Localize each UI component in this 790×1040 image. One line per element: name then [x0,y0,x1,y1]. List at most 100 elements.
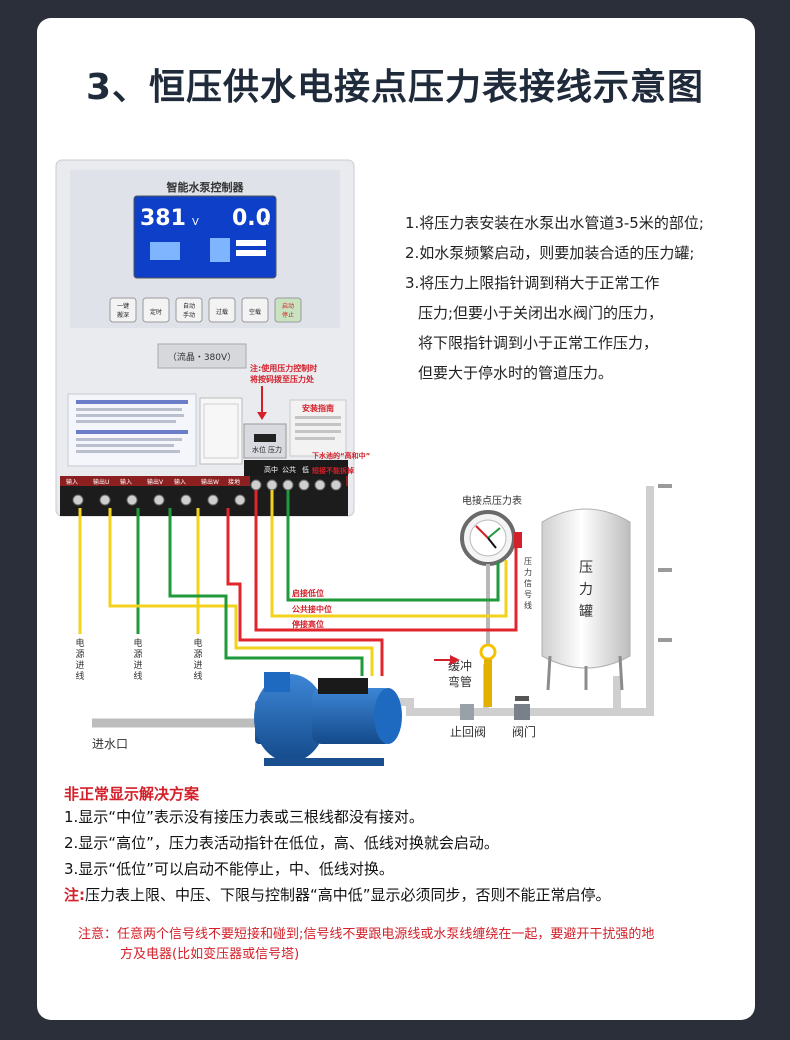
svg-text:源: 源 [133,649,142,660]
instruction-3-cont1: 压力;但要小于关闭出水阀门的压力， [418,304,664,322]
panel-note-line1: 注:使用压力控制时 [250,363,317,373]
model-label: （流晶・380V） [168,351,236,363]
controller-button-4[interactable]: 空载 [241,297,269,323]
svg-text:电: 电 [193,637,202,649]
controller-button-label: 停止 [282,311,294,319]
valve-label: 阀门 [512,724,536,739]
svg-text:线: 线 [193,670,202,682]
pool-note-line2: 短接不能拆掉 [312,466,354,475]
svg-text:进: 进 [133,660,142,671]
svg-text:线: 线 [133,670,142,682]
wire-label-high: 停接高位 [292,619,324,629]
instruction-1: 1.将压力表安装在水泵出水管道3-5米的部位; [405,214,704,232]
voltage-reading: 381 [140,206,186,231]
buffer-loop [479,643,497,661]
signal-line-char: 号 [524,590,532,599]
troubleshoot-item-2: 2.显示“高位”，压力表活动指针在低位，高、低线对换就会启动。 [64,834,499,852]
instruction-3-cont3: 但要大于停水时的管道压力。 [418,364,614,382]
page-title: 3、恒压供水电接点压力表接线示意图 [85,67,705,108]
bottom-terminal-label: 输入 [120,478,132,486]
controller-button-3[interactable]: 过载 [208,297,236,323]
bottom-terminal-label: 输出V [147,478,164,486]
bottom-terminal-label: 输入 [66,478,78,486]
bottom-note: 注意：任意两个信号线不要短接和碰到;信号线不要跟电源线或水泵线缠绕在一起，要避开… [78,925,718,965]
check-valve-label: 止回阀 [450,725,486,739]
controller-name: 智能水泵控制器 [167,180,245,194]
current-unit: A [262,217,269,228]
wire-label-mid: 公共接中位 [292,604,332,614]
pool-note-line1: 下水池的“高和中” [312,451,370,460]
wire-label-low: 启接低位 [292,588,324,598]
signal-line-char: 信 [524,578,532,588]
controller-button-label: 启动 [282,302,294,310]
tank-label-2: 力 [579,582,593,598]
lcd-icon-pump [150,242,180,260]
svg-text:源: 源 [75,649,84,660]
switch-label-pressure: 压力 [268,445,282,454]
controller-button-label: 手动 [183,311,195,319]
wires [78,490,518,676]
buffer-label-2: 弯管 [448,674,472,689]
instruction-2: 2.如水泵频繁启动，则要加装合适的压力罐; [405,244,695,262]
instruction-3-cont2: 将下限指针调到小于正常工作压力， [418,334,659,352]
terminal-screw [207,494,219,506]
switch-label-water: 水位 [252,445,266,454]
signal-line-char: 压 [524,557,532,566]
controller-button-label: 过载 [216,308,228,316]
install-guide-label: 安装指南 [302,403,334,413]
water-pump [254,672,402,766]
terminal-screw [126,494,138,506]
gauge-label: 电接点压力表 [462,494,522,507]
controller-button-label: 自动 [183,302,195,310]
tank-label-1: 压 [579,560,593,576]
controller-button-label: 空载 [249,308,261,316]
mode-switch [254,434,276,442]
troubleshoot-heading: 非正常显示解决方案 [64,785,200,803]
signal-line-char: 力 [524,567,532,577]
bottom-terminal-label: 接地 [228,478,240,486]
gate-valve [514,704,530,720]
current-reading: 0.0 [232,206,271,231]
terminal-screw [153,494,165,506]
pressure-tank: 压 力 罐 [541,508,631,691]
svg-text:源: 源 [193,649,202,660]
bottom-terminal-label: 输出U [93,478,109,486]
controller-button-label: 搬深 [117,311,129,319]
bottom-note-line1: 注意：任意两个信号线不要短接和碰到;信号线不要跟电源线或水泵线缠绕在一起，要避开… [78,927,655,942]
troubleshoot-note: 注:压力表上限、中压、下限与控制器“高中低”显示必须同步，否则不能正常启停。 [64,884,611,905]
terminal-screw [99,494,111,506]
tank-label-3: 罐 [579,604,593,620]
troubleshoot-item-3: 3.显示“低位”可以启动不能停止，中、低线对换。 [64,860,394,878]
terminal-screw [72,494,84,506]
check-valve [460,704,474,720]
signal-line-char: 线 [524,600,532,610]
lcd-icon-tank [210,238,230,262]
controller-button-label: 定时 [150,308,162,316]
voltage-unit: V [192,217,199,228]
terminal-label-high-mid: 高中 [264,465,278,474]
bottom-terminal-label: 输入 [174,478,186,486]
svg-text:线: 线 [75,670,84,682]
troubleshoot-note-prefix: 注: [64,886,85,904]
terminal-label-low: 低 [302,465,309,474]
terminal-screw [180,494,192,506]
controller-button-label: 一键 [117,302,129,310]
panel-note-line2: 将按码拨至压力处 [250,374,315,384]
terminal-screw [234,494,246,506]
controller-button-1[interactable]: 定时 [142,297,170,323]
svg-text:进: 进 [75,660,84,671]
troubleshoot-item-1: 1.显示“中位”表示没有接压力表或三根线都没有接对。 [64,808,424,826]
